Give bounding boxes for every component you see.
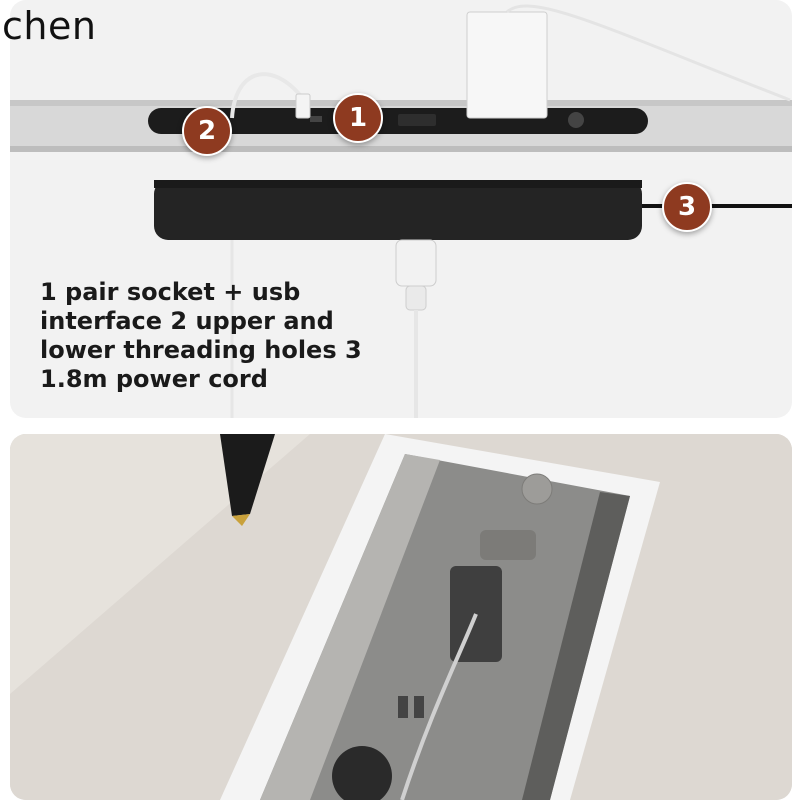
product-photo-bottom xyxy=(10,434,792,800)
brand-watermark: chen xyxy=(2,4,97,48)
power-strip-illustration xyxy=(10,4,792,418)
feature-caption: 1 pair socket + usb interface 2 upper an… xyxy=(40,278,362,393)
recessed-strip-illustration xyxy=(10,434,792,800)
callout-3: 3 xyxy=(662,182,712,232)
callout-1: 1 xyxy=(333,93,383,143)
callout-2: 2 xyxy=(182,106,232,156)
product-photo-top: 1 2 3 1 pair socket + usb interface 2 up… xyxy=(10,0,792,418)
